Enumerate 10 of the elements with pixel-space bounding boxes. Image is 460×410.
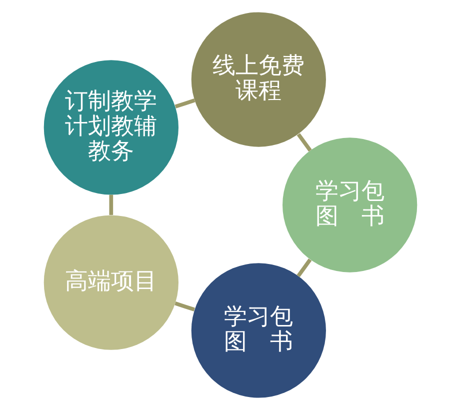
node-circle: 高端项目 bbox=[43, 215, 178, 350]
node-circle: 学习包图 书 bbox=[190, 263, 326, 398]
connector bbox=[174, 302, 194, 312]
connector bbox=[174, 98, 195, 108]
node-circle: 学习包图 书 bbox=[282, 138, 417, 272]
node-circle: 订制教学计划教辅教务 bbox=[43, 60, 178, 195]
connector bbox=[108, 194, 113, 215]
node-circle: 线上免费课程 bbox=[190, 12, 326, 147]
connector bbox=[296, 258, 312, 278]
connector bbox=[296, 133, 312, 152]
